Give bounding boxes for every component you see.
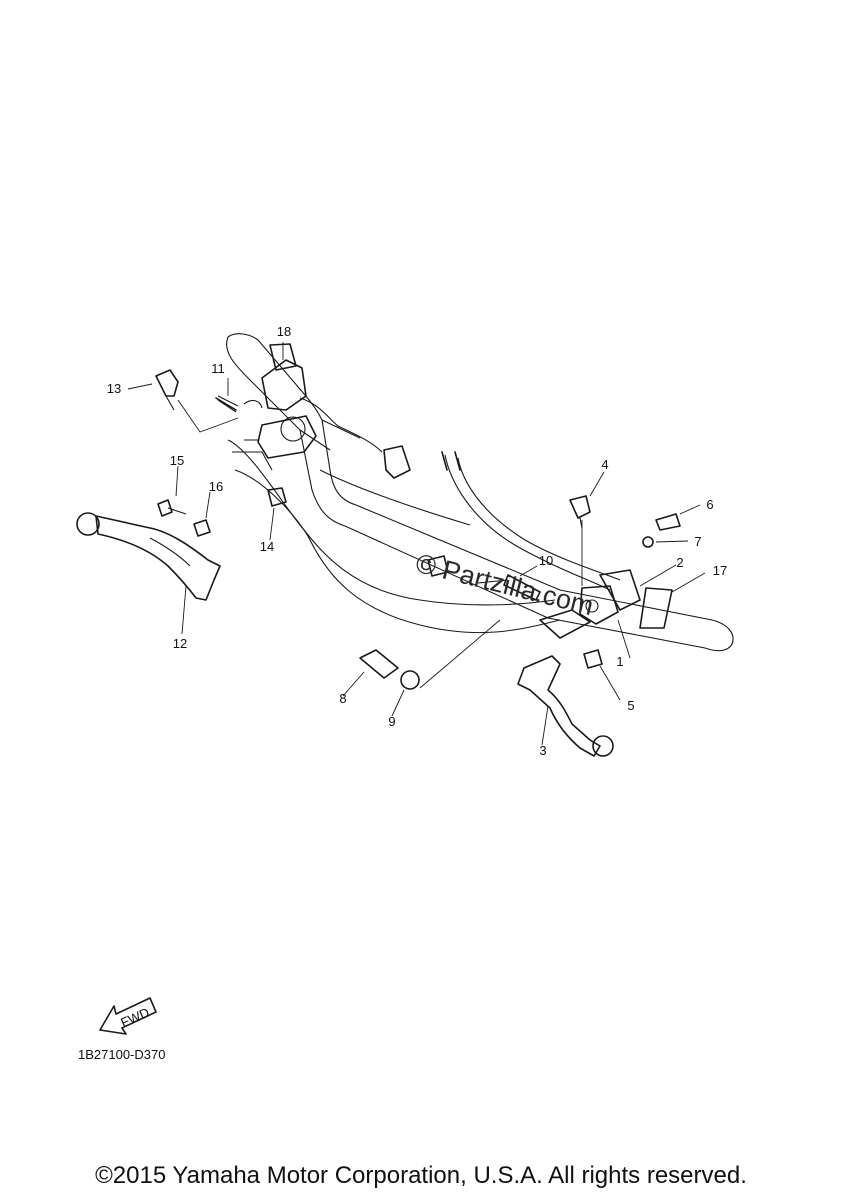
- callout-18: 18: [277, 324, 291, 339]
- callout-17: 17: [713, 563, 727, 578]
- callout-11: 11: [211, 361, 225, 376]
- brake-lever: [76, 512, 221, 601]
- callout-10: 10: [539, 553, 553, 568]
- callout-2: 2: [676, 555, 683, 570]
- callout-16: 16: [209, 479, 223, 494]
- brake-master-cylinder: [232, 343, 411, 479]
- callout-4: 4: [601, 457, 608, 472]
- callout-1: 1: [616, 654, 623, 669]
- clutch-lever: [517, 655, 614, 757]
- callout-13: 13: [107, 381, 121, 396]
- handlebar: [226, 333, 734, 652]
- clutch-cables: [441, 451, 621, 591]
- copyright-notice: ©2015 Yamaha Motor Corporation, U.S.A. A…: [95, 1162, 747, 1189]
- callout-8: 8: [339, 691, 346, 706]
- callout-15: 15: [170, 453, 184, 468]
- clutch-cable-adjuster: [427, 555, 541, 601]
- callout-6: 6: [706, 497, 713, 512]
- fwd-label: FWD: [118, 1005, 151, 1031]
- callout-5: 5: [627, 698, 634, 713]
- drawing-number: 1B27100-D370: [78, 1047, 166, 1062]
- clutch-lever-holder: [539, 569, 673, 639]
- leader-lines: [127, 342, 706, 746]
- callout-9: 9: [388, 714, 395, 729]
- callout-3: 3: [539, 743, 546, 758]
- callout-7: 7: [694, 534, 701, 549]
- fwd-arrow-icon: FWD: [99, 997, 157, 1035]
- callout-12: 12: [173, 636, 187, 651]
- hardware: [155, 369, 681, 690]
- callout-labels: 1 2 3 4 5 6 7 8 9 10 11 12 13 14 15 16 1…: [107, 324, 727, 758]
- callout-14: 14: [260, 539, 274, 554]
